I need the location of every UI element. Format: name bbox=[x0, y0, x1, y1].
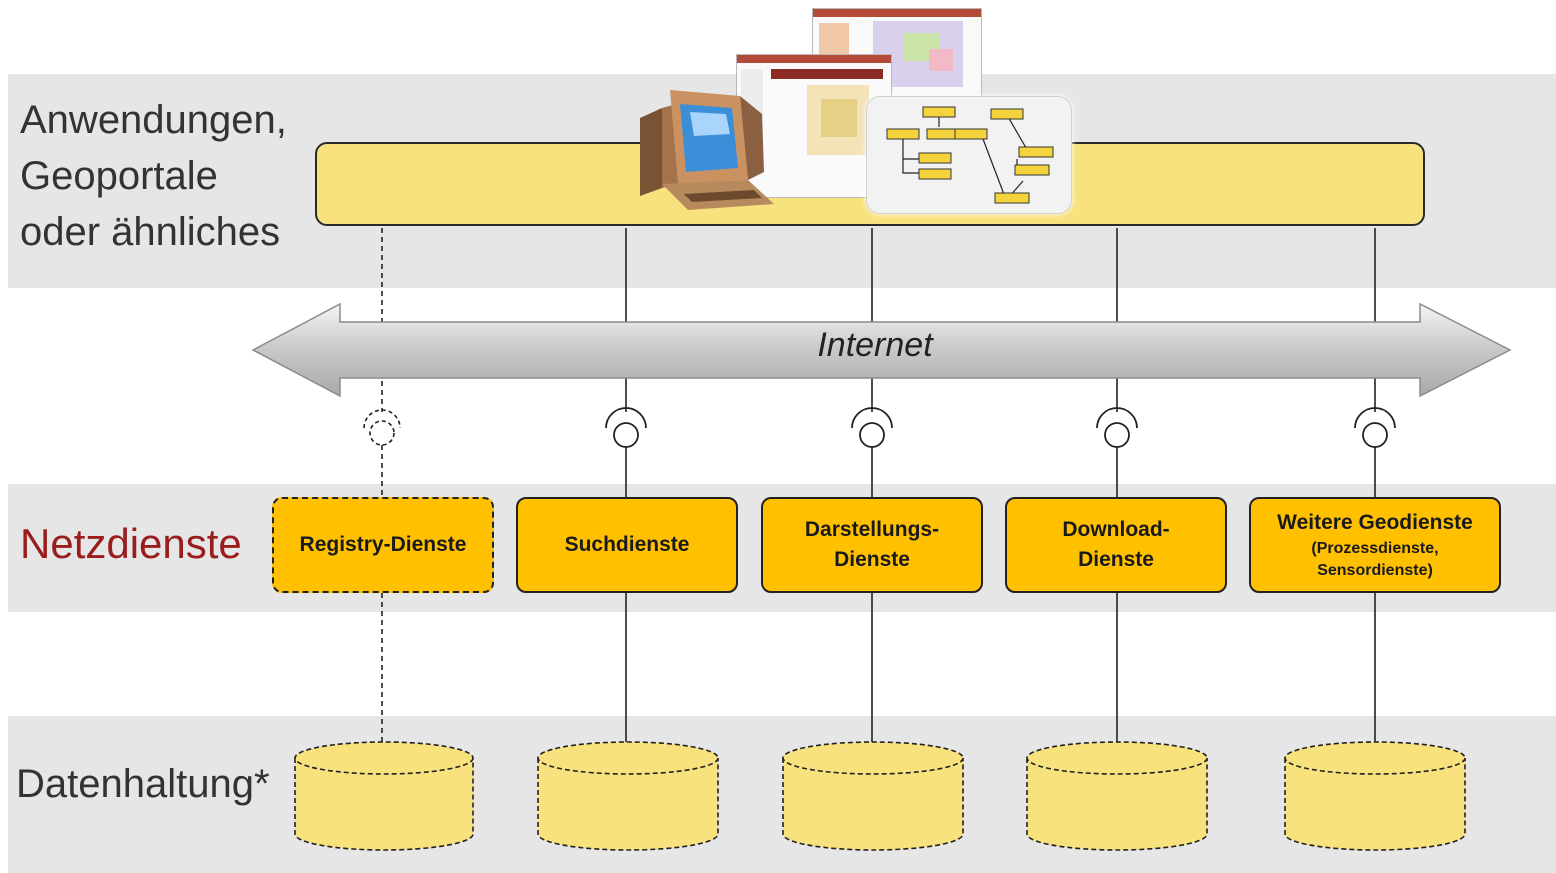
service-label: Suchdienste bbox=[564, 533, 690, 556]
database-search-icon bbox=[537, 741, 719, 851]
download-interface-icon bbox=[1096, 407, 1138, 497]
other-interface-icon bbox=[1354, 407, 1396, 497]
applications-label-line: Geoportale bbox=[20, 154, 218, 198]
database-other-icon bbox=[1284, 741, 1466, 851]
service-registry: Registry-Dienste bbox=[272, 497, 494, 593]
map-screenshot-icon bbox=[736, 8, 982, 198]
service-search: Suchdienste bbox=[516, 497, 738, 593]
service-label: Registry-Dienste bbox=[299, 533, 467, 556]
data-layer-label: Datenhaltung* bbox=[16, 762, 270, 806]
internet-arrow bbox=[251, 302, 1512, 398]
registry-interface-icon bbox=[363, 409, 401, 497]
search-interface-icon bbox=[605, 407, 647, 497]
service-sublabel: (Prozessdienste, Sensordienste) bbox=[1311, 540, 1439, 579]
internet-label: Internet bbox=[817, 326, 933, 364]
database-registry-icon bbox=[294, 741, 474, 851]
service-download: Download- Dienste bbox=[1005, 497, 1227, 593]
view-interface-icon bbox=[851, 407, 893, 497]
service-label: Weitere Geodienste bbox=[1277, 511, 1473, 534]
service-label: Download- Dienste bbox=[1062, 518, 1170, 571]
computer-icon bbox=[640, 90, 774, 210]
services-layer-label: Netzdienste bbox=[20, 520, 242, 567]
applications-label-line: Anwendungen, bbox=[20, 98, 287, 142]
service-other: Weitere Geodienste (Prozessdienste, Sens… bbox=[1249, 497, 1501, 593]
database-view-icon bbox=[782, 741, 964, 851]
applications-layer-label: Anwendungen, Geoportale oder ähnliches bbox=[20, 92, 287, 260]
service-label: Darstellungs- Dienste bbox=[804, 518, 940, 571]
database-download-icon bbox=[1026, 741, 1208, 851]
applications-label-line: oder ähnliches bbox=[20, 210, 281, 254]
workflow-icon bbox=[866, 96, 1072, 214]
service-view: Darstellungs- Dienste bbox=[761, 497, 983, 593]
